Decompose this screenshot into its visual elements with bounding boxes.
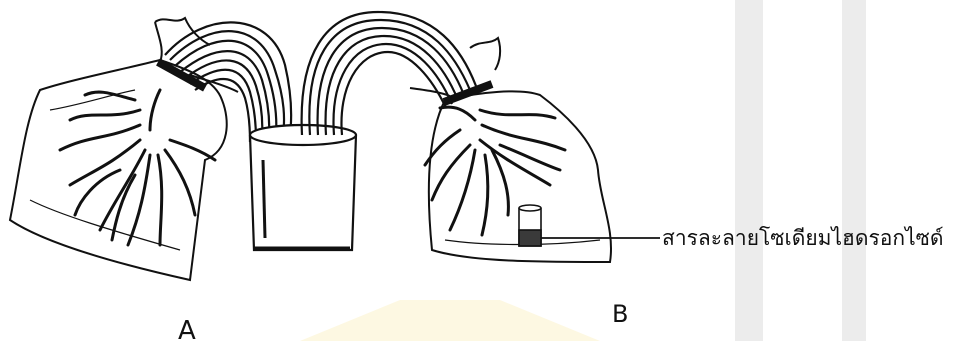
stems-b <box>302 12 476 135</box>
naoh-label: สารละลายโซเดียมไฮดรอกไซด์ <box>662 222 944 255</box>
bag-a-label: A <box>178 316 196 346</box>
leaves-a <box>60 90 215 245</box>
naoh-beaker <box>519 205 541 246</box>
stems-a <box>165 22 291 142</box>
leaves-b <box>425 107 565 235</box>
bag-b-label: B <box>612 300 628 328</box>
water-cup <box>250 125 356 250</box>
